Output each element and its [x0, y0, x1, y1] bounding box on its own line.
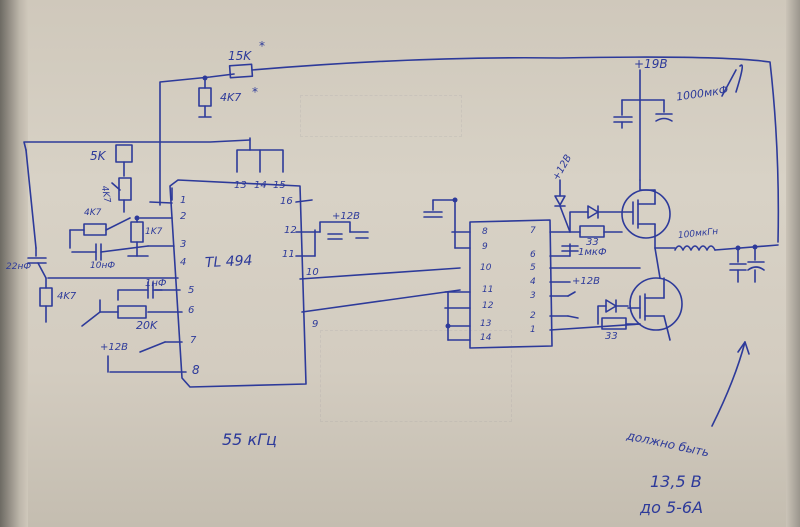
label-r-15k: 15K: [228, 49, 252, 63]
capacitor-22nf: [27, 247, 47, 279]
label-r-15k-mark: *: [259, 39, 265, 53]
label-c-1nf: 1нФ: [145, 278, 167, 289]
ground-pin7: [139, 341, 166, 353]
ic-left-pin-11: 11: [282, 249, 295, 260]
ic-right-pin-12: 12: [482, 301, 494, 311]
ic-left-pin-10: 10: [306, 267, 319, 278]
ic-right-pin-11: 11: [482, 285, 494, 295]
ic-left-pin-15: 15: [273, 180, 286, 191]
resistor-20k: [81, 299, 147, 327]
ic-right-pin-14: 14: [480, 333, 492, 343]
ic-right-pin-4: 4: [530, 277, 536, 287]
ic-left-pin-5: 5: [188, 285, 195, 296]
label-r-4k7-top: 4K7: [220, 91, 242, 104]
ic-right-pin-2: 2: [530, 311, 536, 321]
label-supply-12v-b: +12В: [572, 276, 600, 287]
resistor-15k: [228, 63, 254, 79]
resistor-1k7: [127, 217, 149, 257]
ic-left-pin-2: 2: [180, 211, 187, 222]
label-r-1k7: 1K7: [145, 227, 163, 237]
label-r-4k7-a: 4K7: [98, 184, 112, 204]
driver-top: [554, 179, 623, 257]
supply-19v: [613, 64, 744, 181]
ic-left-name: TL 494: [204, 252, 253, 272]
note-line-2: 13,5 В: [650, 472, 702, 491]
pot-5k: [111, 144, 133, 213]
label-supply-12v-left: +12В: [100, 342, 128, 353]
annotation-arrow: [711, 341, 750, 427]
ic-right-pin-8: 8: [482, 227, 488, 237]
capacitor-ic-right: [423, 199, 456, 218]
ic-right-body: [444, 197, 641, 349]
ic-right-pin-1: 1: [530, 325, 536, 335]
ic-left-pin-3: 3: [180, 239, 187, 250]
label-r-4k7-top-mark: *: [252, 85, 258, 99]
label-pot-5k: 5K: [90, 149, 106, 163]
label-supply-12v-mid: +12В: [332, 211, 360, 222]
ic-left-pin-13: 13: [234, 180, 247, 191]
label-c-10nf: 10нФ: [90, 261, 116, 271]
capacitor-1nf: [117, 281, 163, 301]
mosfet-top: [621, 179, 671, 249]
label-c-22nf: 22нФ: [6, 262, 32, 272]
paper-ghost-1: [300, 95, 462, 137]
label-r-33-top: 33: [586, 237, 599, 248]
resistor-4k7-horiz: [69, 217, 131, 249]
label-c-1mkf: 1мкФ: [578, 247, 607, 258]
resistor-4k7-left: [39, 277, 53, 323]
ic-left-pin-7: 7: [190, 335, 197, 346]
driver-bottom: [567, 291, 641, 330]
label-r-4k7-b: 4K7: [84, 208, 102, 218]
ic-right-pin-13: 13: [480, 319, 492, 329]
resistor-4k7-top: [198, 77, 212, 118]
mosfet-bottom: [627, 247, 683, 341]
ic-left-pin-1: 1: [180, 195, 187, 206]
ic-right-pin-9: 9: [482, 242, 488, 252]
ic-left-pin-16: 16: [280, 196, 293, 207]
ic-left-pin-12: 12: [284, 225, 297, 236]
ic-right-pin-10: 10: [480, 263, 492, 273]
note-line-3: до 5-6А: [640, 498, 704, 517]
ic-right-pin-7: 7: [530, 226, 536, 236]
ic-left-pin-14: 14: [254, 180, 267, 191]
inductor-output: [654, 244, 779, 283]
ic-right-pin-6: 6: [530, 250, 536, 260]
ic-left-pin-4: 4: [180, 257, 187, 268]
capacitors-pin12: [314, 221, 369, 257]
ic-left-body: [169, 179, 307, 388]
label-r-33-bottom: 33: [605, 331, 618, 342]
label-r-20k: 20K: [136, 319, 158, 332]
ic-right-pin-5: 5: [530, 263, 536, 273]
paper-ghost-2: [320, 330, 512, 422]
ic-left-pin-8: 8: [192, 363, 200, 377]
label-supply-19v: +19В: [634, 57, 668, 71]
feedback-wires: [23, 56, 780, 249]
ic-left-pins: [47, 137, 461, 373]
label-frequency: 55 кГц: [222, 430, 277, 449]
label-r-4k7-left: 4K7: [57, 291, 77, 302]
ic-right-pin-3: 3: [530, 291, 536, 301]
ic-left-pin-6: 6: [188, 305, 195, 316]
capacitor-10nf: [71, 243, 149, 261]
ic-left-pin-9: 9: [312, 319, 319, 330]
